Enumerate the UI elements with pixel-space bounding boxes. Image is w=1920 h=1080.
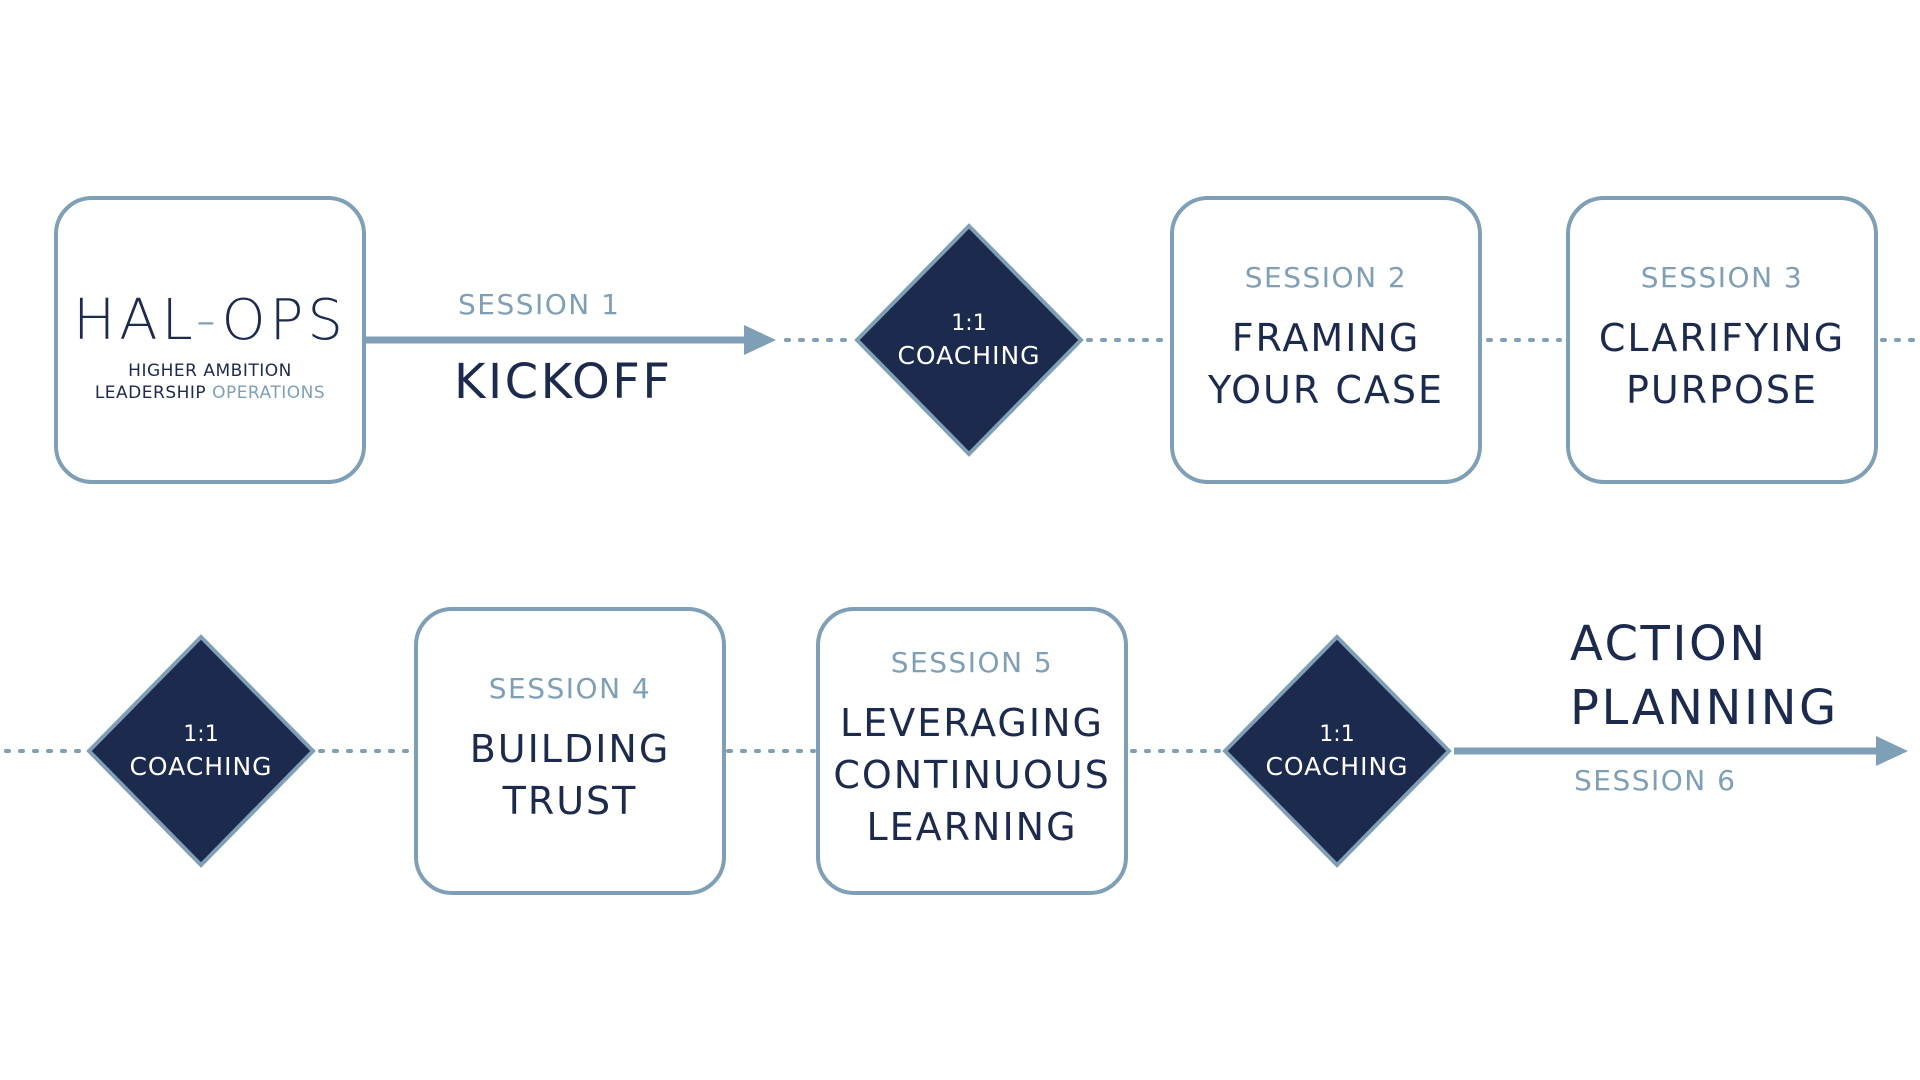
coaching-diamond-1: 1:1 COACHING xyxy=(854,223,1084,457)
action-planning-arrowhead xyxy=(1876,736,1908,766)
coaching-ratio: 1:1 xyxy=(1319,722,1355,747)
coaching-text: COACHING xyxy=(897,341,1041,370)
logo-subtitle-line2: LEADERSHIP OPERATIONS xyxy=(58,382,362,404)
session2-title-line2: YOUR CASE xyxy=(1208,368,1444,412)
session6-label: SESSION 6 xyxy=(1574,764,1736,797)
session4-title-line2: TRUST xyxy=(502,779,638,823)
coaching-text: COACHING xyxy=(129,752,273,781)
kickoff-arrowhead xyxy=(744,325,776,355)
hal-ops-logo: HAL-OPS xyxy=(58,288,362,353)
session2-session: SESSION 2 xyxy=(1244,261,1408,294)
logo-title-dash: - xyxy=(195,288,222,353)
session6-title-block: ACTION PLANNING xyxy=(1570,612,1839,740)
hal-ops-logo-card: HAL-OPS HIGHER AMBITION LEADERSHIP OPERA… xyxy=(54,196,366,484)
session5-title-line2: CONTINUOUS xyxy=(833,753,1111,797)
session1-title-block: KICKOFF xyxy=(454,350,673,414)
session1-title: KICKOFF xyxy=(454,354,673,410)
coaching-ratio: 1:1 xyxy=(951,311,987,336)
session3-title-line2: PURPOSE xyxy=(1625,368,1819,412)
session4-card: SESSION 4 BUILDING TRUST xyxy=(414,607,726,895)
session4-title-line1: BUILDING xyxy=(469,727,671,771)
coaching-text: COACHING xyxy=(1265,752,1409,781)
session5-card: SESSION 5 LEVERAGING CONTINUOUS LEARNING xyxy=(816,607,1128,895)
session3-card: SESSION 3 CLARIFYING PURPOSE xyxy=(1566,196,1878,484)
session4-session: SESSION 4 xyxy=(488,672,652,705)
logo-subtitle-operations: OPERATIONS xyxy=(212,383,326,403)
session5-title-line1: LEVERAGING xyxy=(840,701,1104,745)
logo-subtitle: HIGHER AMBITION LEADERSHIP OPERATIONS xyxy=(58,360,362,404)
coaching-label: 1:1 COACHING xyxy=(1222,634,1452,868)
diamond-shape xyxy=(86,634,316,868)
coaching-diamond-2: 1:1 COACHING xyxy=(86,634,316,868)
coaching-ratio: 1:1 xyxy=(183,722,219,747)
session3-session: SESSION 3 xyxy=(1640,261,1804,294)
session1-label: SESSION 1 xyxy=(458,288,620,321)
logo-subtitle-leadership: LEADERSHIP xyxy=(94,383,207,403)
session5-title-line3: LEARNING xyxy=(866,805,1078,849)
session2-card: SESSION 2 FRAMING YOUR CASE xyxy=(1170,196,1482,484)
diamond-shape xyxy=(854,223,1084,457)
session3-title-line1: CLARIFYING xyxy=(1598,316,1846,360)
session6-title-line1: ACTION xyxy=(1570,616,1768,672)
session1-session: SESSION 1 xyxy=(458,288,621,321)
logo-title-right: OPS xyxy=(221,288,347,353)
coaching-diamond-3: 1:1 COACHING xyxy=(1222,634,1452,868)
session5-session: SESSION 5 xyxy=(890,646,1054,679)
diamond-shape xyxy=(1222,634,1452,868)
logo-title-left: HAL xyxy=(73,288,196,353)
coaching-label: 1:1 COACHING xyxy=(86,634,316,868)
session2-title-line1: FRAMING xyxy=(1231,316,1421,360)
logo-subtitle-line1: HIGHER AMBITION xyxy=(128,361,292,381)
coaching-label: 1:1 COACHING xyxy=(854,223,1084,457)
session6-session: SESSION 6 xyxy=(1574,764,1737,797)
session6-title-line2: PLANNING xyxy=(1570,680,1839,736)
